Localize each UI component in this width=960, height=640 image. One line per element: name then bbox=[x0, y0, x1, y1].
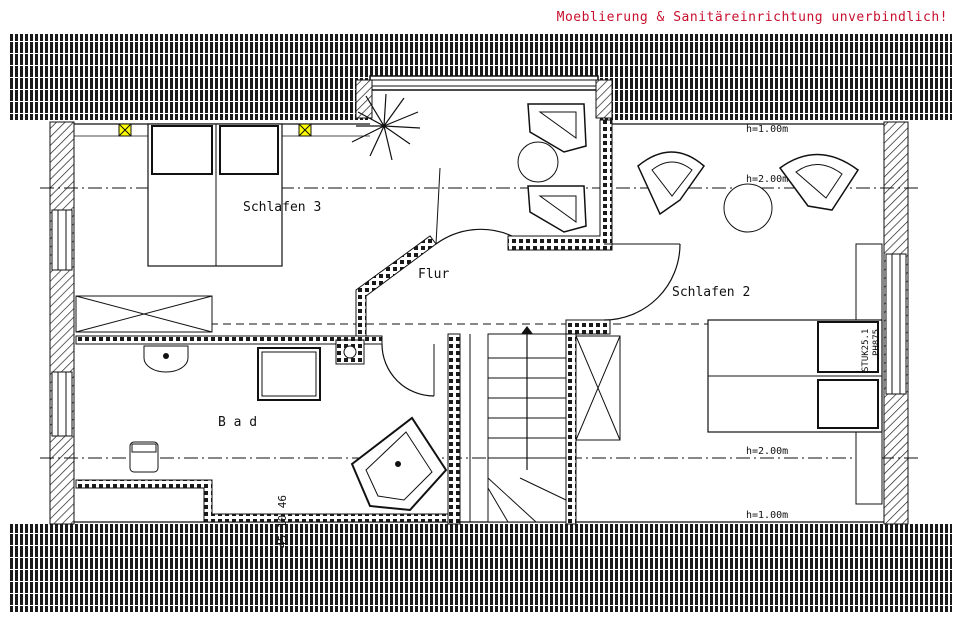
light-fixture-2 bbox=[298, 123, 312, 137]
door-schlafen2 bbox=[603, 243, 681, 321]
round-table-2 bbox=[723, 183, 773, 233]
window-right bbox=[885, 253, 907, 395]
door-schlafen3 bbox=[435, 228, 513, 245]
chair-1 bbox=[527, 103, 587, 153]
chair-2 bbox=[527, 185, 587, 233]
wall-left bbox=[49, 121, 75, 525]
plant-icon bbox=[351, 93, 421, 161]
roof-top-center bbox=[370, 34, 598, 76]
wall-bath-bottom bbox=[75, 479, 449, 523]
armchair-2 bbox=[778, 153, 860, 211]
room-label-bad: B a d bbox=[218, 415, 257, 430]
pillow-2 bbox=[219, 125, 279, 175]
dormer-frame bbox=[369, 75, 599, 91]
light-fixture-1 bbox=[118, 123, 132, 137]
room-label-schlafen3: Schlafen 3 bbox=[243, 200, 321, 215]
pillow-4 bbox=[817, 379, 879, 429]
wall-flur-left bbox=[355, 235, 437, 337]
window-left-2 bbox=[51, 371, 73, 437]
dormer-wall-left bbox=[355, 79, 373, 119]
window-left-1 bbox=[51, 209, 73, 271]
height-label-bottom-right: h=1.00m bbox=[746, 510, 788, 521]
armchair-1 bbox=[637, 151, 706, 216]
disclaimer-note: Moeblierung & Sanitäreinrichtung unverbi… bbox=[556, 10, 948, 25]
pillow-1 bbox=[151, 125, 213, 175]
chimney-annotation-1: STUK25.1 bbox=[861, 329, 871, 372]
stair-dimension-label: 45 10 46 bbox=[276, 495, 289, 548]
room-label-flur: Flur bbox=[418, 267, 449, 282]
wall-flur-center bbox=[507, 119, 613, 251]
height-label-top-right: h=2.00m bbox=[746, 174, 788, 185]
door-bath bbox=[381, 343, 435, 397]
pillow-3 bbox=[817, 321, 879, 373]
wall-bath-top bbox=[75, 335, 383, 345]
wall-stair-top bbox=[565, 319, 611, 335]
wall-bath-right bbox=[447, 333, 461, 525]
roof-top-right bbox=[598, 34, 952, 120]
roof-top-left bbox=[8, 34, 370, 120]
wall-stair-right bbox=[565, 333, 577, 525]
height-label-bottom-left: h=2.00m bbox=[746, 446, 788, 457]
round-table-1 bbox=[517, 141, 559, 183]
roof-bottom bbox=[8, 524, 952, 612]
staircase bbox=[469, 326, 621, 523]
dormer-wall-right bbox=[595, 79, 613, 119]
height-label-top-left: h=1.00m bbox=[746, 124, 788, 135]
room-label-schlafen2: Schlafen 2 bbox=[672, 285, 750, 300]
chimney-annotation-2: PH875 bbox=[872, 329, 882, 356]
